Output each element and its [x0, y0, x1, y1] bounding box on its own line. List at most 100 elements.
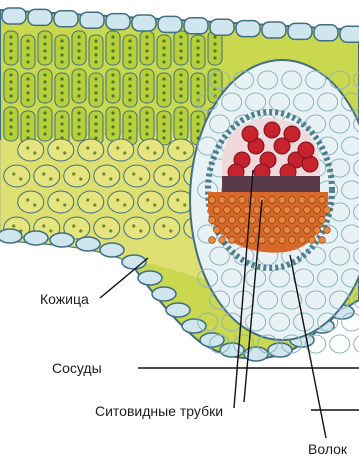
- chloroplast: [79, 177, 82, 180]
- chloroplast: [56, 146, 59, 149]
- sieve-cell: [279, 197, 286, 204]
- chloroplast: [116, 198, 119, 201]
- sieve-cell: [314, 227, 321, 234]
- chloroplast: [77, 73, 80, 76]
- chloroplast: [176, 146, 179, 149]
- vessel-cell: [302, 156, 318, 172]
- chloroplast: [162, 98, 165, 101]
- label-sieve-tubes: Ситовидные трубки: [95, 403, 223, 419]
- chloroplast: [94, 77, 97, 80]
- sieve-cell: [209, 237, 216, 244]
- chloroplast: [196, 122, 199, 125]
- chloroplast: [169, 177, 172, 180]
- chloroplast: [162, 136, 165, 139]
- chloroplast: [132, 224, 135, 227]
- chloroplast: [9, 118, 12, 121]
- chloroplast: [111, 87, 114, 90]
- chloroplast: [196, 39, 199, 42]
- chloroplast: [94, 39, 97, 42]
- sieve-cell: [264, 227, 271, 234]
- chloroplast: [139, 177, 142, 180]
- chloroplast: [60, 77, 63, 80]
- sieve-cell: [259, 237, 266, 244]
- spongy-cell: [48, 139, 74, 161]
- vessel-cell: [242, 126, 258, 142]
- label-skin: Кожица: [40, 291, 89, 307]
- chloroplast: [77, 49, 80, 52]
- chloroplast: [72, 172, 75, 175]
- chloroplast: [213, 49, 216, 52]
- chloroplast: [179, 35, 182, 38]
- chloroplast: [9, 87, 12, 90]
- chloroplast: [77, 125, 80, 128]
- chloroplast: [60, 122, 63, 125]
- chloroplast: [12, 172, 15, 175]
- epidermis-cell: [340, 26, 359, 42]
- chloroplast: [162, 224, 165, 227]
- sieve-cell: [214, 227, 221, 234]
- chloroplast: [196, 115, 199, 118]
- epidermis-cell: [80, 12, 104, 28]
- chloroplast: [9, 49, 12, 52]
- sheath-cell: [354, 335, 359, 353]
- sieve-cell: [274, 227, 281, 234]
- chloroplast: [162, 84, 165, 87]
- epidermis-cell: [24, 231, 48, 245]
- epidermis-cell: [152, 287, 176, 301]
- chloroplast: [9, 111, 12, 114]
- chloroplast: [94, 53, 97, 56]
- chloroplast: [9, 56, 12, 59]
- chloroplast: [179, 56, 182, 59]
- spongy-cell: [64, 165, 90, 187]
- chloroplast: [145, 56, 148, 59]
- chloroplast: [26, 91, 29, 94]
- chloroplast: [60, 115, 63, 118]
- chloroplast: [128, 115, 131, 118]
- chloroplast: [145, 49, 148, 52]
- chloroplast: [111, 49, 114, 52]
- chloroplast: [26, 60, 29, 63]
- sieve-cell: [254, 207, 261, 214]
- chloroplast: [43, 56, 46, 59]
- chloroplast: [179, 118, 182, 121]
- sieve-cell: [249, 197, 256, 204]
- chloroplast: [145, 111, 148, 114]
- chloroplast: [43, 80, 46, 83]
- vessel-cell: [264, 122, 280, 138]
- cambium-band: [222, 176, 320, 192]
- chloroplast: [43, 49, 46, 52]
- chloroplast: [128, 46, 131, 49]
- chloroplast: [77, 94, 80, 97]
- chloroplast: [183, 151, 186, 154]
- spongy-cell: [124, 165, 150, 187]
- chloroplast: [86, 198, 89, 201]
- epidermis-cell: [2, 8, 26, 24]
- sieve-cell: [294, 227, 301, 234]
- chloroplast: [60, 39, 63, 42]
- sieve-cell: [299, 237, 306, 244]
- chloroplast: [179, 132, 182, 135]
- chloroplast: [128, 91, 131, 94]
- chloroplast: [60, 91, 63, 94]
- chloroplast: [79, 229, 82, 232]
- chloroplast: [179, 42, 182, 45]
- label-vessels: Сосуды: [52, 360, 102, 376]
- sieve-cell: [239, 197, 246, 204]
- sieve-cell: [224, 207, 231, 214]
- chloroplast: [183, 203, 186, 206]
- spongy-cell: [78, 191, 104, 213]
- sieve-cell: [299, 217, 306, 224]
- sieve-cell: [219, 237, 226, 244]
- spongy-cell: [18, 139, 44, 161]
- chloroplast: [43, 132, 46, 135]
- chloroplast: [26, 146, 29, 149]
- sieve-cell: [229, 217, 236, 224]
- chloroplast: [26, 84, 29, 87]
- sieve-cell: [209, 217, 216, 224]
- spongy-cell: [18, 191, 44, 213]
- chloroplast: [145, 94, 148, 97]
- chloroplast: [60, 53, 63, 56]
- sieve-cell: [269, 237, 276, 244]
- chloroplast: [162, 77, 165, 80]
- sieve-cell: [319, 237, 326, 244]
